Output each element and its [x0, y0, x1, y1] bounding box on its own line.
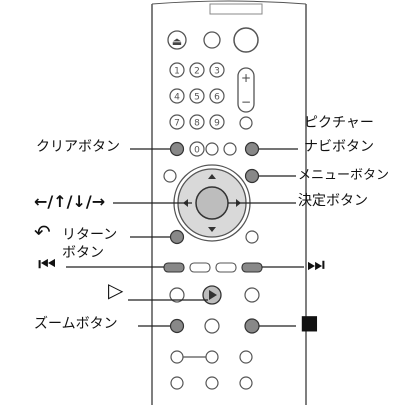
rewind-button[interactable]: [189, 262, 211, 273]
zoom-button-label: ズームボタン: [34, 316, 118, 332]
side-button-right-dpad-bottom[interactable]: [245, 230, 259, 244]
volume-plus-icon: +: [241, 71, 251, 85]
return-button[interactable]: [169, 229, 185, 245]
number-key-label: 0: [194, 146, 200, 156]
number-key-6[interactable]: 6: [209, 88, 225, 104]
bottom-button-left-2[interactable]: [170, 376, 184, 390]
number-key-label: 1: [174, 67, 180, 77]
clear-button[interactable]: [169, 141, 185, 157]
enter-button-label: 決定ボタン: [298, 193, 368, 209]
bottom-button-mid-2[interactable]: [205, 376, 219, 390]
forward-button[interactable]: [215, 262, 237, 273]
side-button-left-dpad-top[interactable]: [163, 169, 177, 183]
number-key-5[interactable]: 5: [189, 88, 205, 104]
scan-forward-button[interactable]: [244, 287, 260, 303]
zoom-button[interactable]: [169, 318, 185, 334]
number-keys: 1 2 3 4 5 6 7 8 9 0: [169, 62, 225, 157]
clear-button-label: クリアボタン: [36, 139, 120, 155]
return-label-line2: ボタン: [62, 245, 104, 261]
picture-navi-label-line2: ナビボタン: [304, 139, 374, 155]
side-button-right-row3[interactable]: [239, 116, 253, 130]
dpad-up-icon: [208, 174, 216, 179]
callout-lines: [66, 148, 304, 327]
prev-button[interactable]: [163, 262, 185, 273]
number-key-label: 8: [194, 119, 200, 129]
pause-button[interactable]: [204, 318, 220, 334]
number-key-label: 2: [194, 67, 200, 77]
menu-button-label: メニューボタン: [298, 168, 390, 183]
enter-button[interactable]: [195, 186, 229, 220]
play-symbol-label: ▷: [108, 278, 124, 302]
menu-button[interactable]: [244, 168, 260, 184]
top-button-2[interactable]: [203, 31, 221, 49]
number-key-0[interactable]: 0: [189, 141, 205, 157]
number-key-label: 7: [174, 119, 180, 129]
number-key-9[interactable]: 9: [209, 114, 225, 130]
volume-rocker[interactable]: [237, 67, 255, 113]
number-key-3[interactable]: 3: [209, 62, 225, 78]
remote-body: [151, 4, 307, 405]
arrow-buttons-label: ←/↑/↓/→: [34, 192, 106, 211]
picture-navi-label-line1: ピクチャー: [304, 115, 374, 131]
bottom-button-mid-1[interactable]: [205, 350, 219, 364]
next-icon: ⏭: [307, 252, 325, 276]
next-button[interactable]: [241, 262, 263, 273]
remote-top-slot: [151, 0, 307, 5]
eject-icon: ⏏: [172, 35, 182, 48]
number-key-1[interactable]: 1: [169, 62, 185, 78]
number-key-7[interactable]: 7: [169, 114, 185, 130]
bottom-button-right-1[interactable]: [239, 350, 253, 364]
volume-minus-icon: −: [241, 95, 251, 109]
small-button-149-a[interactable]: [205, 142, 219, 156]
number-key-label: 6: [214, 93, 220, 103]
eject-button[interactable]: ⏏: [167, 30, 187, 50]
number-key-4[interactable]: 4: [169, 88, 185, 104]
bottom-button-left-1[interactable]: [170, 350, 184, 364]
number-key-label: 5: [194, 93, 200, 103]
scan-back-button[interactable]: [169, 287, 185, 303]
play-icon: [209, 290, 217, 300]
stop-icon: ■: [300, 310, 319, 334]
number-key-label: 9: [214, 119, 220, 129]
number-key-2[interactable]: 2: [189, 62, 205, 78]
power-button[interactable]: [233, 27, 259, 53]
small-button-149-b[interactable]: [223, 142, 237, 156]
return-label-line1: リターン: [62, 227, 118, 243]
bottom-button-right-2[interactable]: [239, 376, 253, 390]
remote-top-rim: [209, 3, 263, 15]
dpad-down-icon: [208, 227, 216, 232]
number-key-8[interactable]: 8: [189, 114, 205, 130]
prev-icon: ⏮: [38, 252, 56, 276]
number-key-label: 3: [214, 67, 220, 77]
picture-navi-button[interactable]: [244, 141, 260, 157]
stop-button[interactable]: [244, 318, 260, 334]
number-key-label: 4: [174, 93, 180, 103]
return-icon: ↶: [34, 220, 51, 244]
